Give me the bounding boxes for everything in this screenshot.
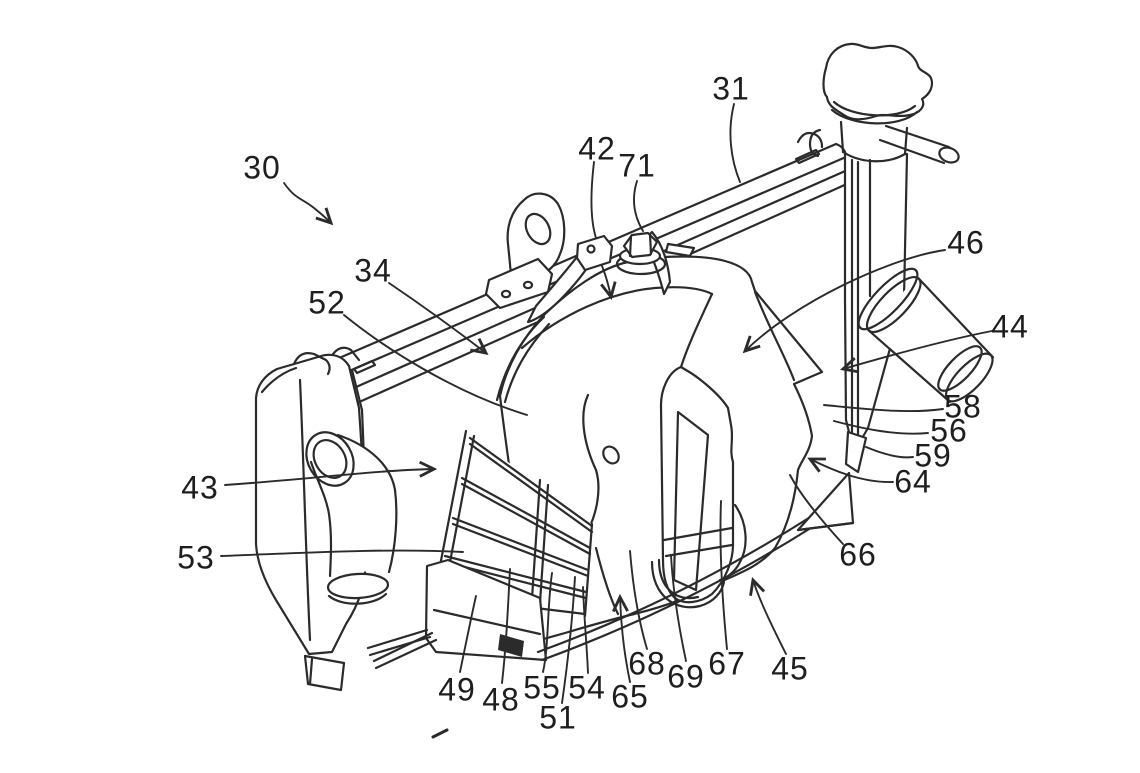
fan-housing-arc-inner	[657, 558, 700, 600]
leader-45	[753, 580, 787, 655]
radiator-cap	[822, 42, 934, 125]
ref-label-53: 53	[177, 539, 215, 576]
leader-42	[590, 161, 597, 239]
rail-slot-right	[794, 148, 821, 165]
leader-48	[501, 568, 511, 684]
leader-66	[789, 474, 844, 545]
lower-bracket	[372, 471, 855, 670]
leader-lines	[220, 103, 993, 704]
leader-64	[810, 459, 894, 483]
right-tank	[843, 152, 909, 474]
tank-lower-tab	[844, 430, 868, 474]
inlet-hose	[305, 431, 398, 605]
core-bottom-edge	[366, 628, 432, 657]
ref-label-48: 48	[482, 681, 520, 718]
ref-label-69: 69	[667, 658, 705, 695]
rail-slot-left	[352, 359, 377, 375]
ref-label-54: 54	[568, 669, 606, 706]
ref-label-30: 30	[243, 149, 281, 186]
leader-31	[729, 103, 741, 183]
ref-label-46: 46	[947, 224, 985, 261]
shroud-flange-outer	[495, 315, 546, 402]
bolt-head	[622, 231, 659, 259]
leader-34	[388, 282, 486, 353]
leader-69	[670, 554, 687, 662]
fan-housing-arc-outer	[650, 560, 726, 609]
ref-label-52: 52	[308, 284, 346, 321]
tick-mark	[431, 728, 449, 739]
leader-68	[629, 550, 648, 650]
leader-56	[833, 420, 929, 435]
leader-65	[620, 597, 631, 683]
leader-30	[283, 182, 331, 223]
ref-label-68: 68	[628, 645, 666, 682]
leader-49	[459, 595, 477, 673]
ref-label-64: 64	[894, 463, 932, 500]
ref-label-51: 51	[539, 699, 577, 736]
leader-54	[582, 586, 589, 674]
leader-43	[224, 469, 434, 486]
shroud-flange-inner	[503, 322, 551, 404]
ref-label-59: 59	[914, 437, 952, 474]
tank-clamp-2	[331, 346, 361, 362]
bolt-mount	[526, 230, 696, 324]
ref-label-58: 58	[944, 388, 982, 425]
hose-end-band	[327, 592, 388, 605]
leader-59	[865, 446, 914, 459]
leader-71	[632, 180, 644, 232]
leader-51	[561, 576, 576, 704]
leader-55	[542, 572, 553, 673]
tank-clamp	[292, 352, 331, 376]
duct-inner-plate	[672, 410, 710, 592]
leader-44	[843, 330, 993, 369]
leader-58	[823, 404, 944, 413]
ref-label-56: 56	[930, 412, 968, 449]
mount-flange	[664, 242, 696, 258]
ear-hole	[524, 212, 552, 246]
leader-67	[719, 500, 728, 650]
bracket-42-hole	[586, 244, 596, 254]
bracket-42	[575, 234, 614, 272]
ref-label-55: 55	[523, 669, 561, 706]
leader-53	[220, 549, 464, 557]
overflow-pipe	[878, 124, 960, 165]
outlet-pipe	[857, 267, 995, 403]
plate-hole	[522, 280, 534, 290]
ref-label-66: 66	[839, 536, 877, 573]
plate-hole	[500, 289, 512, 299]
ref-label-49: 49	[438, 671, 476, 708]
shroud-lip-line	[520, 286, 714, 350]
ref-label-71: 71	[618, 147, 656, 184]
leader-52	[343, 314, 528, 416]
mounting-ear	[484, 192, 566, 310]
tank-crease	[298, 378, 312, 642]
shroud-valley-line	[679, 292, 714, 369]
leader-46	[745, 249, 946, 351]
ref-label-44: 44	[991, 308, 1029, 345]
shroud-fold-line	[753, 290, 796, 382]
ref-label-45: 45	[771, 650, 809, 687]
tank-foot	[303, 654, 346, 692]
ref-label-43: 43	[181, 469, 219, 506]
ref-label-34: 34	[354, 252, 392, 289]
shroud-hole	[602, 445, 620, 465]
ref-label-42: 42	[578, 130, 616, 167]
ref-label-67: 67	[708, 645, 746, 682]
leader-42-arrow	[602, 265, 611, 297]
ref-label-31: 31	[712, 70, 750, 107]
ref-label-65: 65	[611, 678, 649, 715]
